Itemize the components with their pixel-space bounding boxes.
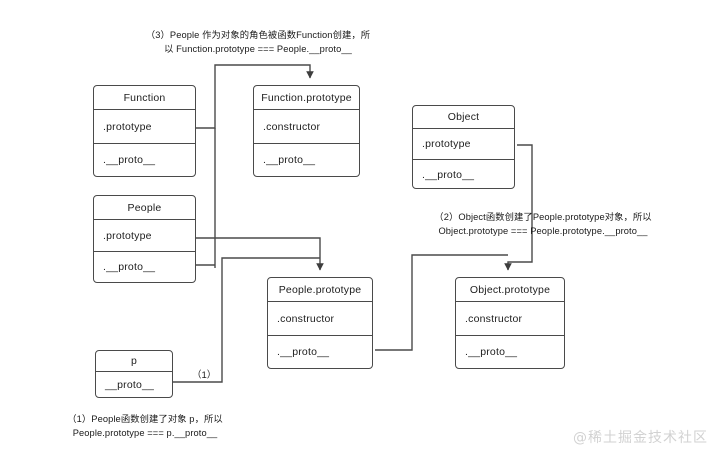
- uml-box-object-header: Object: [413, 106, 514, 129]
- uml-box-p-header: p: [96, 351, 172, 372]
- uml-box-people-header: People: [94, 196, 195, 220]
- uml-box-people-prototype[interactable]: People.prototype .constructor .__proto__: [267, 277, 373, 369]
- uml-box-people-prototype-row-constructor[interactable]: .constructor: [277, 312, 335, 325]
- note-3: （3）People 作为对象的角色被函数Function创建，所 以 Funct…: [145, 30, 371, 54]
- uml-box-function-row-prototype[interactable]: .prototype: [103, 120, 152, 133]
- uml-box-people[interactable]: People .prototype .__proto__: [93, 195, 196, 283]
- uml-box-function-header: Function: [94, 86, 195, 110]
- edge-label-1: （1）: [192, 370, 217, 381]
- wire-people-prototype-to-peopleprototype: [196, 237, 324, 271]
- uml-box-p[interactable]: p __proto__: [95, 350, 173, 398]
- watermark: @稀土掘金技术社区: [573, 430, 708, 446]
- uml-box-people-row-prototype[interactable]: .prototype: [103, 229, 152, 242]
- uml-box-people-prototype-header: People.prototype: [268, 278, 372, 302]
- uml-box-people-prototype-row-proto[interactable]: .__proto__: [268, 335, 372, 368]
- uml-box-object-prototype-row-proto[interactable]: .__proto__: [456, 335, 564, 368]
- uml-box-object-prototype[interactable]: Object.prototype .constructor .__proto__: [455, 277, 565, 369]
- uml-box-object-prototype-header: Object.prototype: [456, 278, 564, 302]
- note-1: （1）People函数创建了对象 p，所以 People.prototype =…: [67, 414, 223, 438]
- uml-box-object-prototype-row-constructor[interactable]: .constructor: [465, 312, 523, 325]
- uml-box-function[interactable]: Function .prototype .__proto__: [93, 85, 196, 177]
- uml-box-function-prototype-row-proto[interactable]: .__proto__: [254, 143, 359, 176]
- uml-box-function-row-proto[interactable]: .__proto__: [94, 143, 195, 176]
- note-2: （2）Object函数创建了People.prototype对象，所以 Obje…: [434, 212, 652, 236]
- uml-box-p-row-proto[interactable]: __proto__: [105, 379, 155, 391]
- uml-box-function-prototype-header: Function.prototype: [254, 86, 359, 110]
- uml-box-function-prototype[interactable]: Function.prototype .constructor .__proto…: [253, 85, 360, 177]
- uml-box-people-row-proto[interactable]: .__proto__: [94, 251, 195, 282]
- uml-box-object[interactable]: Object .prototype .__proto__: [412, 105, 515, 189]
- uml-box-function-prototype-row-constructor[interactable]: .constructor: [263, 120, 321, 133]
- uml-box-object-row-prototype[interactable]: .prototype: [422, 138, 471, 150]
- uml-box-object-row-proto[interactable]: .__proto__: [413, 159, 514, 188]
